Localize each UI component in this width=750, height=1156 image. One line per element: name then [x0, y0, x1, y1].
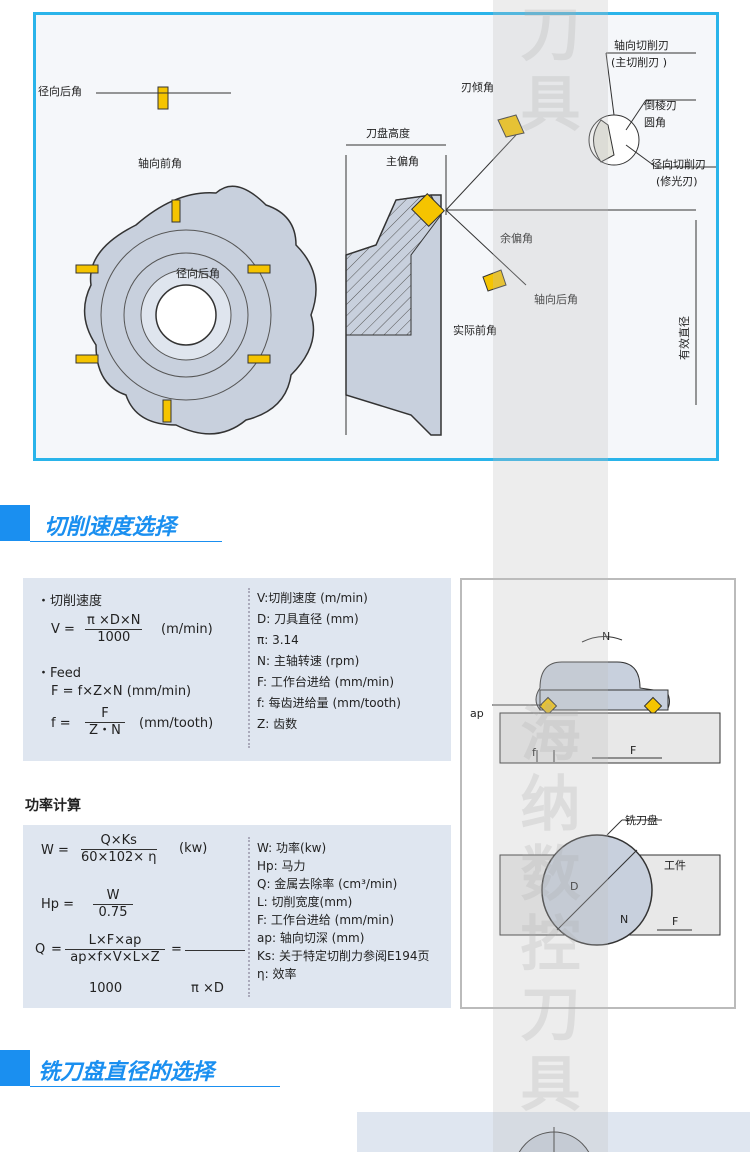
q-equals: =	[51, 942, 62, 957]
label-wiper-edge: (修光刃)	[656, 175, 698, 188]
w-denominator: 60×102× η	[81, 850, 157, 865]
label-corner: 圆角	[644, 116, 666, 129]
legend-item: Ks: 关于特定切削力参阅E194页	[257, 949, 430, 963]
label-effective-diameter: 有效直径	[678, 316, 691, 360]
f-lhs: f =	[51, 716, 71, 731]
legend-item: W: 功率(kw)	[257, 841, 327, 855]
milling-diagram: N ap f F 铣刀盘 工件 D N F	[460, 578, 736, 1009]
cutter-label: 铣刀盘	[625, 814, 658, 827]
label-main-edge: (主切削刃 )	[611, 56, 668, 69]
legend-item: Z: 齿数	[257, 717, 298, 731]
f-unit: (mm/tooth)	[139, 716, 214, 731]
f-denominator: Z・N	[89, 723, 121, 738]
v-lhs: V =	[51, 622, 75, 637]
diameter-diagram-box	[357, 1112, 750, 1156]
feed-label: F	[672, 915, 679, 928]
label-axial-clearance: 轴向后角	[534, 293, 578, 306]
legend-item: F: 工作台进给 (mm/min)	[257, 675, 395, 689]
legend-item: L: 切削宽度(mm)	[257, 895, 353, 909]
heading-cutting-speed: ・切削速度	[37, 594, 103, 609]
legend-item: ap: 轴向切深 (mm)	[257, 931, 365, 945]
section-header-diameter: 铣刀盘直径的选择	[0, 1050, 300, 1087]
F-label: F	[630, 744, 637, 757]
legend-item: F: 工作台进给 (mm/min)	[257, 913, 395, 927]
q-equals-2: =	[171, 942, 182, 957]
variable-legend: W: 功率(kw) Hp: 马力 Q: 金属去除率 (cm³/min) L: 切…	[257, 839, 429, 983]
workpiece-label: 工件	[664, 859, 686, 872]
legend-item: D: 刀具直径 (mm)	[257, 612, 359, 626]
f-label: f	[532, 746, 536, 759]
f-numerator: F	[85, 706, 125, 723]
variable-legend: V:切削速度 (m/min) D: 刀具直径 (mm) π: 3.14 N: 主…	[257, 588, 401, 735]
label-chamfer-edge: 倒棱刃	[644, 99, 677, 112]
v-denominator: 1000	[97, 630, 131, 645]
label-complement-angle: 余偏角	[500, 232, 533, 245]
section-marker	[0, 505, 30, 541]
cutter-drawing	[75, 52, 716, 436]
legend-item: Q: 金属去除率 (cm³/min)	[257, 877, 398, 891]
w-lhs: W =	[41, 843, 69, 858]
milling-drawing	[492, 636, 721, 946]
w-unit: (kw)	[179, 841, 208, 856]
legend-item: π: 3.14	[257, 633, 299, 647]
legend-item: f: 每齿进给量 (mm/tooth)	[257, 696, 401, 710]
q-pi-d: π ×D	[191, 981, 224, 996]
q-numerator: L×F×ap	[65, 933, 165, 950]
section-header-cutting-speed: 切削速度选择	[0, 505, 300, 542]
watermark-char: 具	[520, 1050, 581, 1120]
section-underline	[30, 541, 222, 542]
ap-label: ap	[470, 707, 484, 720]
q-1000: 1000	[89, 981, 123, 996]
rotation-label: N	[620, 913, 629, 926]
section-underline	[30, 1086, 280, 1087]
diameter-label: D	[570, 880, 579, 893]
heading-feed: ・Feed	[37, 666, 82, 681]
spindle-rotation-label: N	[602, 630, 611, 643]
legend-item: N: 主轴转速 (rpm)	[257, 654, 360, 668]
cutter-geometry-diagram: 径向后角 轴向前角 径向后角 刀盘高度 主偏角 刃倾角 轴向切削刃 (主切削刃 …	[33, 12, 719, 461]
dotted-divider	[248, 837, 250, 997]
legend-item: Hp: 马力	[257, 859, 306, 873]
dotted-divider	[248, 588, 250, 748]
w-numerator: Q×Ks	[81, 833, 157, 850]
label-axial-edge: 轴向切削刃	[614, 39, 669, 52]
q-fraction-line	[185, 950, 245, 951]
cutter-circle-partial	[516, 1127, 592, 1156]
v-numerator: π ×D×N	[85, 613, 143, 630]
section-marker	[0, 1050, 30, 1086]
power-calc-title: 功率计算	[25, 798, 81, 814]
label-inclination: 刃倾角	[461, 81, 494, 94]
label-main-lead: 主偏角	[386, 155, 419, 168]
hp-lhs: Hp =	[41, 897, 75, 912]
legend-item: η: 效率	[257, 967, 297, 981]
v-unit: (m/min)	[161, 622, 213, 637]
F-equation: F = f×Z×N (mm/min)	[51, 684, 192, 699]
legend-item: V:切削速度 (m/min)	[257, 591, 368, 605]
label-axial-rake: 轴向前角	[138, 157, 182, 170]
hp-numerator: W	[93, 888, 133, 905]
label-radial-rake-center: 径向后角	[176, 267, 220, 280]
label-true-rake: 实际前角	[453, 324, 497, 337]
hp-denominator: 0.75	[98, 905, 128, 920]
q-lhs: Q	[35, 942, 46, 957]
label-cutter-height: 刀盘高度	[366, 127, 410, 140]
section-title: 切削速度选择	[44, 515, 177, 540]
label-radial-rake: 径向后角	[38, 85, 82, 98]
section-title: 铣刀盘直径的选择	[38, 1060, 215, 1085]
label-radial-edge: 径向切削刃	[651, 158, 706, 171]
q-denominator: ap×f×V×L×Z	[70, 950, 160, 965]
